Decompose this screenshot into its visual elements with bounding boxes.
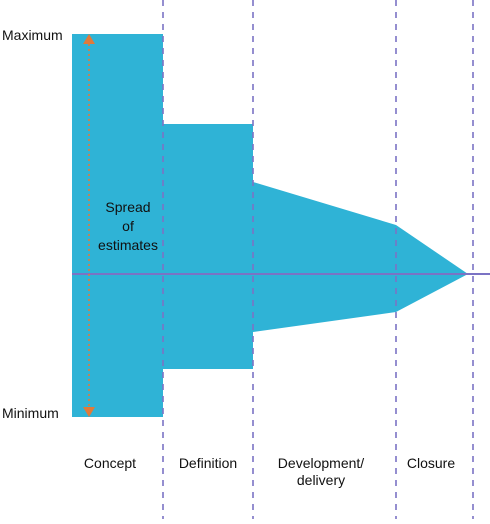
maximum-label: Maximum <box>2 27 63 43</box>
spread-funnel-shape <box>72 34 468 417</box>
spread-arrow-up-icon <box>83 34 95 44</box>
spread-label-line: of <box>122 218 134 234</box>
spread-label-line: Spread <box>105 199 151 215</box>
spread-label-line: estimates <box>98 237 158 253</box>
phase-label-line: Closure <box>406 455 456 471</box>
phase-label-closure: Closure <box>376 455 486 472</box>
spread-arrow-down-icon <box>83 407 95 417</box>
phase-label-line: Development/ <box>277 455 365 471</box>
phase-label-concept: Concept <box>55 455 165 472</box>
phase-label-line: Concept <box>83 455 137 471</box>
spread-label: Spread of estimates <box>83 198 173 255</box>
phase-label-development: Development/ delivery <box>266 455 376 489</box>
minimum-label: Minimum <box>2 405 59 421</box>
phase-label-definition: Definition <box>153 455 263 472</box>
phase-label-line: delivery <box>296 472 346 488</box>
phase-label-line: Definition <box>178 455 238 471</box>
